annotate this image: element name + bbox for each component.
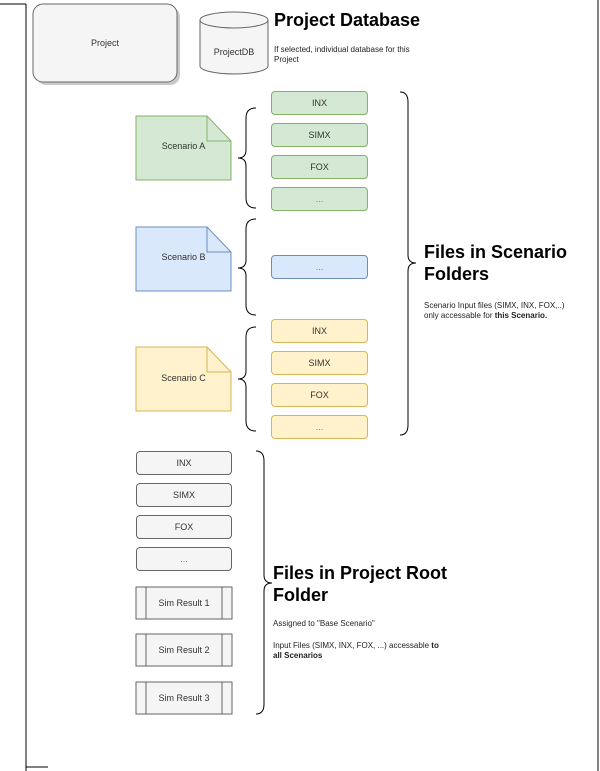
brace-scenario-c bbox=[237, 326, 257, 432]
brace-scenario-b bbox=[237, 218, 257, 316]
root-folder-heading: Files in Project Root Folder bbox=[273, 562, 447, 606]
sim-result-3-shape bbox=[135, 681, 233, 715]
scenario-a-doc bbox=[135, 115, 232, 181]
project-database-desc-line2: Project bbox=[274, 55, 299, 64]
project-label: Project bbox=[90, 38, 119, 48]
root-file-fox[interactable]: FOX bbox=[136, 515, 232, 539]
scenario-folders-desc-plain: only accessable for bbox=[424, 311, 495, 320]
scenario-folders-heading-line2: Folders bbox=[424, 264, 490, 284]
root-folder-desc-plain: Input Files (SIMX, INX, FOX, ...) access… bbox=[273, 641, 432, 650]
root-file-simx[interactable]: SIMX bbox=[136, 483, 232, 507]
scenario-a-file-fox[interactable]: FOX bbox=[271, 155, 368, 179]
scenario-folders-desc-bold: this Scenario. bbox=[494, 311, 548, 320]
root-folder-desc: Input Files (SIMX, INX, FOX, ...) access… bbox=[273, 641, 439, 661]
sim-result-2[interactable]: Sim Result 2 bbox=[158, 645, 210, 655]
scenario-c-label: Scenario C bbox=[161, 373, 206, 383]
scenario-folders-desc-line2: only accessable for this Scenario. bbox=[424, 311, 565, 321]
scenario-c-file-more[interactable]: ... bbox=[271, 415, 368, 439]
scenario-b-file-more[interactable]: ... bbox=[271, 255, 368, 279]
scenario-c-doc bbox=[135, 346, 232, 412]
scenario-a-label: Scenario A bbox=[161, 141, 206, 151]
database-cylinder bbox=[199, 11, 269, 75]
root-file-more[interactable]: ... bbox=[136, 547, 232, 571]
scenario-a-file-inx[interactable]: INX bbox=[271, 91, 368, 115]
scenario-folders-desc-line1: Scenario Input files (SIMX, INX, FOX,..) bbox=[424, 301, 565, 310]
sim-result-3[interactable]: Sim Result 3 bbox=[158, 693, 210, 703]
root-folder-desc-line1: Input Files (SIMX, INX, FOX, ...) access… bbox=[273, 641, 439, 651]
scenario-c-file-fox[interactable]: FOX bbox=[271, 383, 368, 407]
root-folder-heading-line2: Folder bbox=[273, 585, 329, 605]
database-label: ProjectDB bbox=[213, 47, 255, 57]
scenario-c-file-simx[interactable]: SIMX bbox=[271, 351, 368, 375]
scenario-a-file-more[interactable]: ... bbox=[271, 187, 368, 211]
brace-scenario-folders bbox=[399, 91, 417, 436]
root-folder-heading-line1: Files in Project Root bbox=[273, 563, 448, 583]
project-database-heading: Project Database bbox=[274, 10, 421, 30]
sim-result-1-shape bbox=[135, 586, 233, 620]
root-folder-desc-line2: all Scenarios bbox=[273, 651, 439, 661]
root-folder-desc-bold2: all Scenarios bbox=[273, 651, 323, 660]
scenario-a-file-simx[interactable]: SIMX bbox=[271, 123, 368, 147]
brace-scenario-a bbox=[237, 107, 257, 209]
project-box bbox=[32, 3, 178, 83]
sim-result-1[interactable]: Sim Result 1 bbox=[158, 598, 210, 608]
project-database-desc-line1: If selected, individual database for thi… bbox=[274, 45, 410, 54]
brace-root-folder bbox=[255, 450, 273, 715]
sim-result-2-shape bbox=[135, 633, 233, 667]
project-database-desc: If selected, individual database for thi… bbox=[274, 45, 410, 65]
scenario-b-doc bbox=[135, 226, 232, 292]
root-folder-desc-bold1: to bbox=[431, 641, 439, 650]
scenario-folders-heading-line1: Files in Scenario bbox=[424, 242, 568, 262]
scenario-folders-desc: Scenario Input files (SIMX, INX, FOX,..)… bbox=[424, 301, 565, 321]
root-file-inx[interactable]: INX bbox=[136, 451, 232, 475]
scenario-c-file-inx[interactable]: INX bbox=[271, 319, 368, 343]
scenario-b-label: Scenario B bbox=[161, 252, 206, 262]
root-folder-assigned: Assigned to "Base Scenario" bbox=[273, 619, 375, 628]
scenario-folders-heading: Files in Scenario Folders bbox=[424, 241, 567, 285]
